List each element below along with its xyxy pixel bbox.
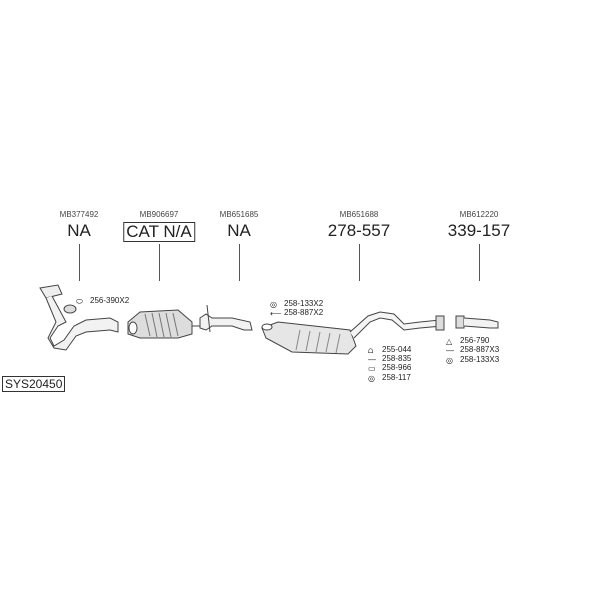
accessory-item[interactable]: △ 256-790 [446, 336, 489, 346]
sleeve-icon: ▭ [368, 363, 376, 373]
accessory-label: 258-887X3 [460, 345, 500, 354]
front-pipe-drawing [39, 284, 119, 351]
gasket-icon: △ [446, 336, 453, 346]
oe-number: MB612220 [459, 210, 499, 219]
bolt-icon: ⟵ [270, 308, 282, 318]
accessory-item[interactable]: ⬭ 256-390X2 [76, 296, 129, 306]
accessory-item[interactable]: ◎ 258-117 [368, 373, 411, 383]
leader-line [479, 244, 480, 281]
accessory-item[interactable]: — 258-835 [368, 354, 411, 364]
oe-number: MB651685 [219, 210, 259, 219]
accessory-item[interactable]: ◎ 258-133X3 [446, 355, 499, 365]
accessory-label: 256-790 [460, 336, 490, 345]
accessory-item[interactable]: ⟵258-887X2 [270, 308, 323, 318]
tail-pipe-drawing [455, 315, 499, 329]
accessory-label: 255-044 [382, 345, 412, 354]
leader-line [79, 244, 80, 281]
rubber-mount-icon: ⩍ [368, 345, 374, 355]
bolt-icon: — [368, 354, 376, 364]
leader-line [159, 244, 160, 281]
accessory-label: 258-133X3 [460, 355, 500, 364]
accessory-item[interactable]: — 258-887X3 [446, 345, 499, 355]
part-number[interactable]: 278-557 [327, 221, 391, 240]
accessory-label: 258-966 [382, 363, 412, 372]
rear-silencer-drawing [261, 311, 445, 355]
leader-line [239, 244, 240, 281]
oe-number: MB651688 [339, 210, 379, 219]
nut-icon: ◎ [270, 299, 277, 309]
part-number[interactable]: NA [227, 221, 251, 240]
accessory-item[interactable]: ⩍ 255-044 [368, 345, 411, 355]
part-number[interactable]: NA [67, 221, 91, 240]
accessory-label: 256-390X2 [90, 296, 130, 305]
catalytic-converter-drawing [127, 309, 200, 339]
gasket-icon: ⬭ [76, 296, 83, 306]
accessory-item[interactable]: ▭ 258-966 [368, 363, 411, 373]
oe-number: MB906697 [139, 210, 179, 219]
oe-number: MB377492 [59, 210, 99, 219]
nut-icon: ◎ [446, 355, 453, 365]
accessory-label: 258-133X2 [284, 299, 324, 308]
ring-icon: ◎ [368, 373, 375, 383]
leader-line [359, 244, 360, 281]
accessory-label: 258-835 [382, 354, 412, 363]
bolt-icon: — [446, 345, 454, 355]
intermediate-pipe-drawing [199, 304, 253, 333]
part-number[interactable]: CAT N/A [123, 222, 195, 242]
accessory-label: 258-117 [382, 373, 411, 382]
accessory-item[interactable]: ◎ 258-133X2 [270, 299, 323, 309]
part-number[interactable]: 339-157 [447, 221, 511, 240]
accessory-label: 258-887X2 [284, 308, 324, 317]
system-code-label: SYS20450 [2, 376, 66, 392]
